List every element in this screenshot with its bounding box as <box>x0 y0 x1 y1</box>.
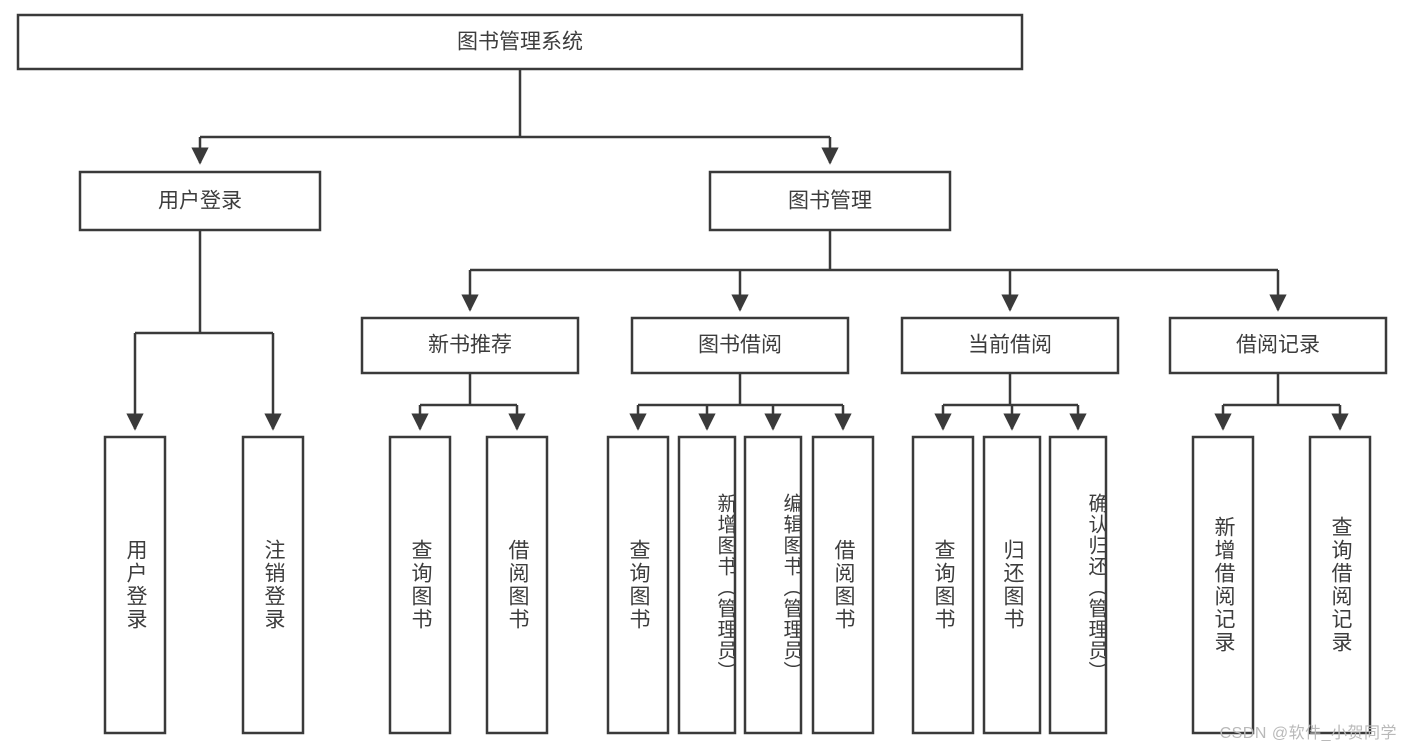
node-leaf-borrow-book-1-label: 借阅图书 <box>506 539 530 631</box>
node-new-book-recommend[interactable]: 新书推荐 <box>360 316 580 375</box>
node-leaf-user-logout[interactable]: 注销登录 <box>241 435 305 735</box>
node-leaf-user-login-box[interactable] <box>103 435 167 735</box>
node-book-manage-box[interactable] <box>708 170 952 232</box>
node-leaf-borrow-book-1-box[interactable] <box>485 435 549 735</box>
node-leaf-confirm-return-admin[interactable]: 确认归还（管理员） <box>1048 435 1108 735</box>
node-borrow-record-box[interactable] <box>1168 316 1388 375</box>
node-leaf-query-book-2-box[interactable] <box>606 435 670 735</box>
node-leaf-query-borrow-record[interactable]: 查询借阅记录 <box>1308 435 1372 735</box>
node-book-manage-label: 图书管理 <box>788 190 872 213</box>
node-leaf-query-borrow-record-label: 查询借阅记录 <box>1329 516 1353 654</box>
node-leaf-query-book-3-box[interactable] <box>911 435 975 735</box>
node-leaf-edit-book-admin-box[interactable] <box>743 435 803 735</box>
node-leaf-user-login[interactable]: 用户登录 <box>103 435 167 735</box>
node-leaf-user-login-label: 用户登录 <box>124 539 148 631</box>
node-leaf-user-logout-box[interactable] <box>241 435 305 735</box>
node-book-manage[interactable]: 图书管理 <box>708 170 952 232</box>
node-book-borrow-label: 图书借阅 <box>698 334 782 357</box>
node-leaf-query-book-1-box[interactable] <box>388 435 452 735</box>
node-leaf-query-book-2[interactable]: 查询图书 <box>606 435 670 735</box>
node-leaf-confirm-return-admin-label: 确认归还（管理员） <box>1085 492 1106 682</box>
node-root-box[interactable] <box>16 13 1024 71</box>
node-leaf-add-borrow-record-box[interactable] <box>1191 435 1255 735</box>
node-leaf-user-logout-label: 注销登录 <box>262 539 286 631</box>
node-user-login[interactable]: 用户登录 <box>78 170 322 232</box>
node-borrow-record-label: 借阅记录 <box>1236 334 1320 357</box>
node-user-login-label: 用户登录 <box>158 190 242 213</box>
node-leaf-edit-book-admin[interactable]: 编辑图书（管理员） <box>743 435 803 735</box>
node-leaf-query-book-1-label: 查询图书 <box>409 539 433 631</box>
node-leaf-borrow-book-2[interactable]: 借阅图书 <box>811 435 875 735</box>
node-current-borrow[interactable]: 当前借阅 <box>900 316 1120 375</box>
node-new-book-recommend-label: 新书推荐 <box>428 334 512 357</box>
node-current-borrow-box[interactable] <box>900 316 1120 375</box>
connector-layer <box>126 69 1349 431</box>
node-leaf-confirm-return-admin-box[interactable] <box>1048 435 1108 735</box>
node-layer: 图书管理系统 用户登录 图书管理 新书推荐 图书借阅 <box>16 13 1388 735</box>
node-leaf-add-borrow-record[interactable]: 新增借阅记录 <box>1191 435 1255 735</box>
node-leaf-borrow-book-2-label: 借阅图书 <box>832 539 856 631</box>
node-leaf-query-book-1[interactable]: 查询图书 <box>388 435 452 735</box>
node-leaf-query-borrow-record-box[interactable] <box>1308 435 1372 735</box>
node-leaf-borrow-book-2-box[interactable] <box>811 435 875 735</box>
node-leaf-query-book-3[interactable]: 查询图书 <box>911 435 975 735</box>
node-book-borrow[interactable]: 图书借阅 <box>630 316 850 375</box>
node-leaf-return-book-box[interactable] <box>982 435 1042 735</box>
node-leaf-add-borrow-record-label: 新增借阅记录 <box>1212 516 1236 654</box>
node-leaf-add-book-admin[interactable]: 新增图书（管理员） <box>677 435 737 735</box>
node-current-borrow-label: 当前借阅 <box>968 334 1052 357</box>
csdn-watermark: CSDN @软件_小贺同学 <box>1219 725 1397 742</box>
node-leaf-query-book-3-label: 查询图书 <box>932 539 956 631</box>
node-leaf-return-book-label: 归还图书 <box>1001 539 1025 631</box>
node-new-book-recommend-box[interactable] <box>360 316 580 375</box>
node-leaf-return-book[interactable]: 归还图书 <box>982 435 1042 735</box>
node-book-borrow-box[interactable] <box>630 316 850 375</box>
node-leaf-edit-book-admin-label: 编辑图书（管理员） <box>780 492 801 682</box>
node-borrow-record[interactable]: 借阅记录 <box>1168 316 1388 375</box>
node-root[interactable]: 图书管理系统 <box>16 13 1024 71</box>
node-root-label: 图书管理系统 <box>457 31 583 54</box>
node-user-login-box[interactable] <box>78 170 322 232</box>
node-leaf-query-book-2-label: 查询图书 <box>627 539 651 631</box>
node-leaf-add-book-admin-box[interactable] <box>677 435 737 735</box>
node-leaf-borrow-book-1[interactable]: 借阅图书 <box>485 435 549 735</box>
node-leaf-add-book-admin-label: 新增图书（管理员） <box>714 492 735 682</box>
